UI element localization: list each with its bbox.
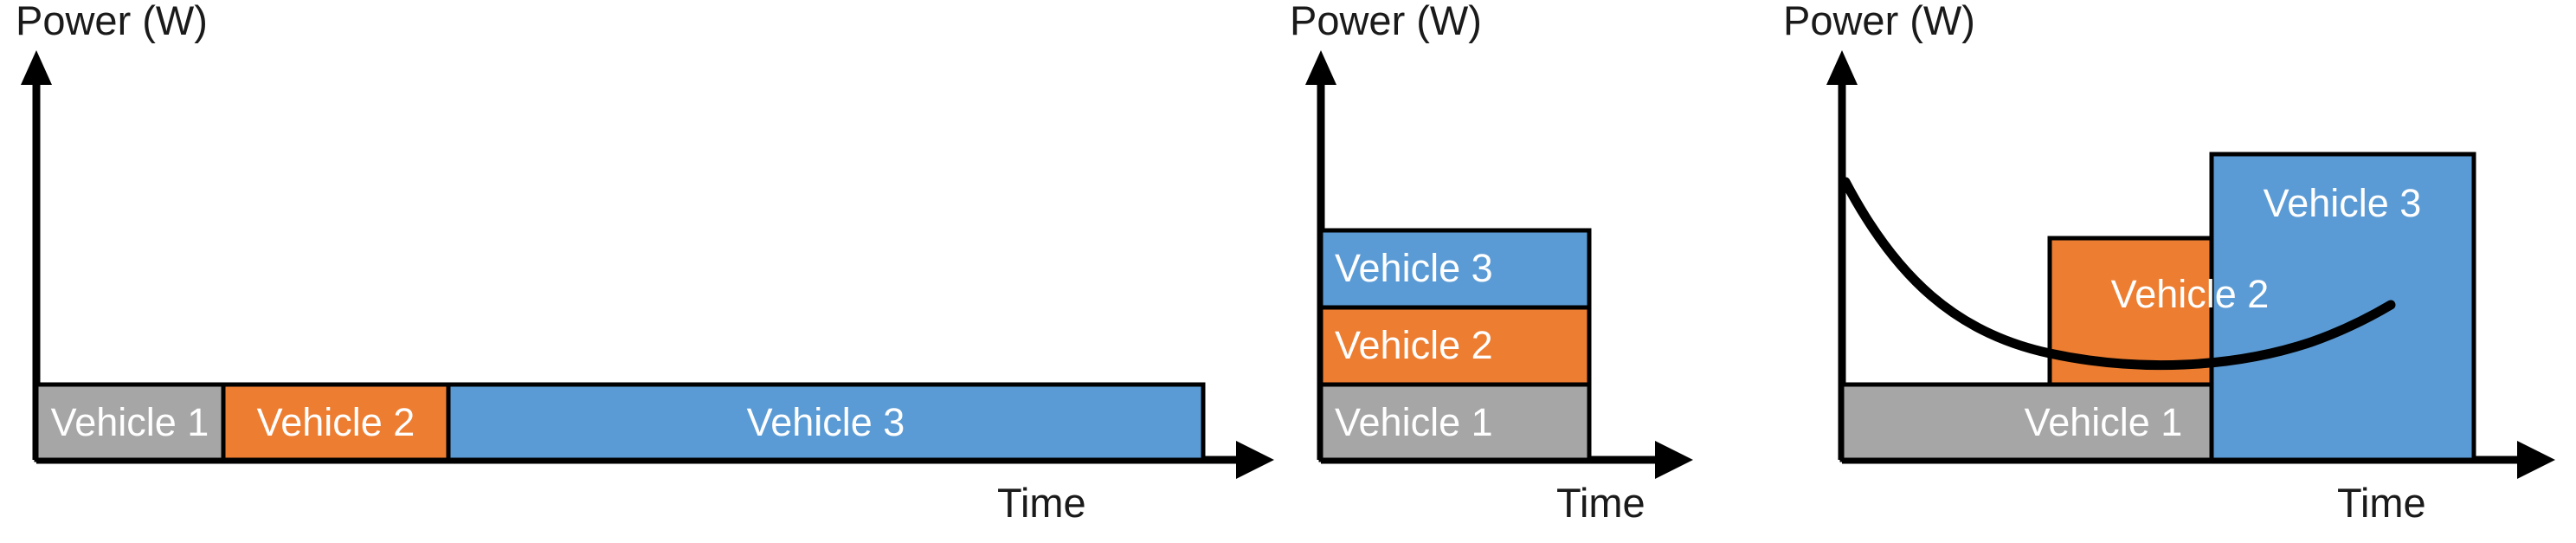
- panel1-x-axis-arrow-icon: [1236, 441, 1274, 479]
- panel1-bar-vehicle-3: [446, 382, 1206, 462]
- panel2-y-axis-arrow-icon: [1305, 50, 1336, 85]
- panel3-bar-label-vehicle-2: Vehicle 2: [2111, 272, 2270, 316]
- panel3-bar-label-vehicle-3: Vehicle 3: [2264, 181, 2422, 225]
- panel2-bar-label-vehicle-3: Vehicle 3: [1335, 246, 1493, 290]
- panel2-x-axis-label: Time: [1556, 480, 1645, 526]
- panel-overlapping-charging: Power (W) Vehicle 3 Vehicle 2 Vehicle 1 …: [1783, 0, 2555, 526]
- panel3-x-axis-label: Time: [2337, 480, 2426, 526]
- panel2-bar-label-vehicle-1: Vehicle 1: [1335, 400, 1493, 444]
- panel3-bar-vehicle-3: [2209, 152, 2476, 462]
- panel2-x-axis-arrow-icon: [1655, 441, 1693, 479]
- panel2-bar-vehicle-2: [1318, 305, 1592, 387]
- panel1-y-axis-arrow-icon: [21, 50, 52, 85]
- panel2-bar-vehicle-1: [1318, 382, 1592, 462]
- panel2-y-axis-label: Power (W): [1290, 0, 1482, 43]
- panel1-x-axis-label: Time: [997, 480, 1086, 526]
- panel3-bar-label-vehicle-1: Vehicle 1: [2025, 400, 2183, 444]
- panel3-x-axis-arrow-icon: [2517, 441, 2555, 479]
- panel3-load-curve: [1840, 177, 2396, 371]
- panel1-bar-label-vehicle-2: Vehicle 2: [257, 400, 415, 444]
- panel3-y-axis-arrow-icon: [1826, 50, 1858, 85]
- panel1-y-axis-label: Power (W): [16, 0, 208, 43]
- panel1-bar-label-vehicle-3: Vehicle 3: [747, 400, 905, 444]
- panel1-bar-label-vehicle-1: Vehicle 1: [51, 400, 209, 444]
- panel2-bar-label-vehicle-2: Vehicle 2: [1335, 323, 1493, 367]
- panel-simultaneous-charging: Power (W) Vehicle 3 Vehicle 2 Vehicle 1 …: [1290, 0, 1693, 526]
- panel-sequential-charging: Power (W) Vehicle 1 Vehicle 2 Vehicle 3 …: [16, 0, 1274, 526]
- panel3-y-axis-label: Power (W): [1783, 0, 1975, 43]
